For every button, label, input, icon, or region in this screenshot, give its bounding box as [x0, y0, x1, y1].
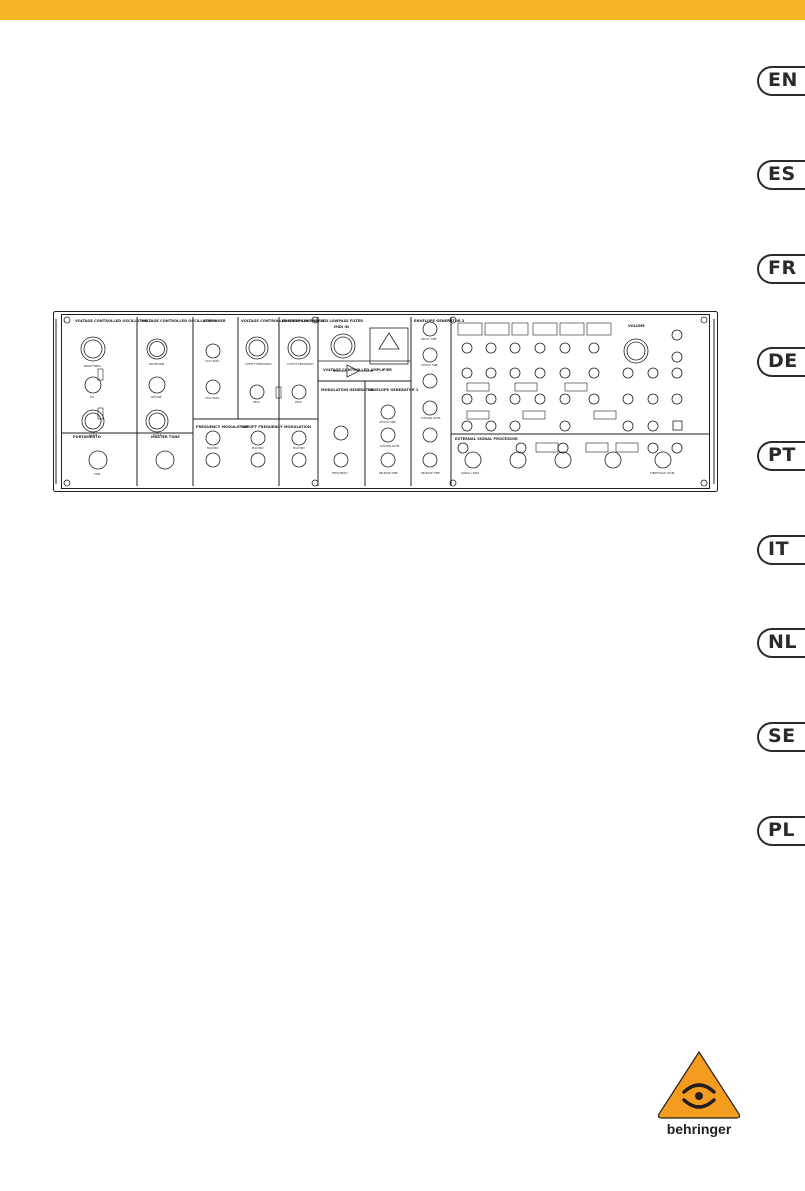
label-time: TIME — [94, 472, 101, 476]
synthesizer-panel-illustration: VOLTAGE CONTROLLED OSCILLATOR 1 VOLTAGE … — [53, 311, 718, 492]
label-peak-hpf: PEAK — [253, 400, 260, 404]
label-vco-level-2: VCO LEVEL — [205, 396, 220, 400]
tab-es[interactable]: ES — [757, 160, 805, 190]
master-tune-title: MASTER TUNE — [151, 435, 180, 439]
fm-mod-title: FREQUENCY MODULATION — [196, 425, 249, 429]
tab-it[interactable]: IT — [757, 535, 805, 565]
portamento-title: PORTAMENTO — [73, 435, 101, 439]
label-release-1: RELEASE TIME — [379, 471, 398, 475]
vco2-title: VOLTAGE CONTROLLED OSCILLATOR 2 — [141, 319, 218, 323]
label-multiply-1: MULTIPLY — [207, 446, 219, 450]
label-brightness: BRIGHTNESS — [84, 364, 101, 368]
label-sustain-2: SUSTAIN LEVEL — [421, 416, 441, 420]
behringer-logo: behringer — [651, 1048, 747, 1138]
label-threshold: THRESHOLD LEVEL — [650, 471, 675, 475]
label-multiply-3: MULTIPLY — [293, 446, 305, 450]
label-attack-2: ATTACK TIME — [421, 363, 438, 367]
label-decay-2: DECAY TIME — [421, 337, 437, 341]
label-scale-2: SCALE — [153, 433, 162, 437]
tab-se[interactable]: SE — [757, 722, 805, 752]
label-release-2: RELEASE TIME — [421, 471, 440, 475]
modgen-title: MODULATION GENERATOR — [321, 388, 374, 392]
env1-title: ENVELOPE GENERATOR 1 — [368, 388, 419, 392]
behringer-logo-icon: behringer — [657, 1050, 741, 1137]
tab-en[interactable]: EN — [757, 66, 805, 96]
mixer-title: VCO MIXER — [203, 319, 226, 323]
label-detune: DETUNE — [151, 395, 162, 399]
label-cutoff-lpf: CUTOFF FREQUENCY — [287, 362, 314, 366]
label-peak-lpf: PEAK — [295, 400, 302, 404]
brand-wordmark: behringer — [667, 1121, 732, 1137]
knobs — [80, 321, 683, 470]
cutoff-mod-title: CUTOFF FREQUENCY MODULATION — [241, 425, 311, 429]
label-signal-level: SIGNAL LEVEL — [461, 471, 480, 475]
tab-pl[interactable]: PL — [757, 816, 805, 846]
label-scale-1: SCALE — [89, 433, 98, 437]
tab-nl[interactable]: NL — [757, 628, 805, 658]
hpf-title: VOLTAGE CONTROLLED HIGHPASS FILTER — [241, 319, 323, 323]
midi-title: MIDI IN — [334, 325, 349, 329]
label-multiply-2: MULTIPLY — [252, 446, 264, 450]
env2-title: ENVELOPE GENERATOR 2 — [414, 319, 465, 323]
label-attack-1: ATTACK TIME — [379, 420, 396, 424]
lpf-title: VOLTAGE CONTROLLED LOWPASS FILTER — [282, 319, 363, 323]
tab-pt[interactable]: PT — [757, 441, 805, 471]
vco1-title: VOLTAGE CONTROLLED OSCILLATOR 1 — [75, 319, 152, 323]
label-fm: FM — [90, 395, 94, 399]
label-waveform: WAVEFORM — [149, 362, 164, 366]
header-bar — [0, 0, 805, 20]
tab-fr[interactable]: FR — [757, 254, 805, 284]
label-sustain-1: SUSTAIN LEVEL — [380, 444, 400, 448]
ext-title: EXTERNAL SIGNAL PROCESSOR — [455, 437, 518, 441]
label-cutoff-hpf: CUTOFF FREQUENCY — [245, 362, 272, 366]
tab-de[interactable]: DE — [757, 347, 805, 377]
label-frequency: FREQUENCY — [332, 471, 348, 475]
label-vco-level-1: VCO LEVEL — [205, 359, 220, 363]
volume-title: VOLUME — [628, 324, 645, 328]
